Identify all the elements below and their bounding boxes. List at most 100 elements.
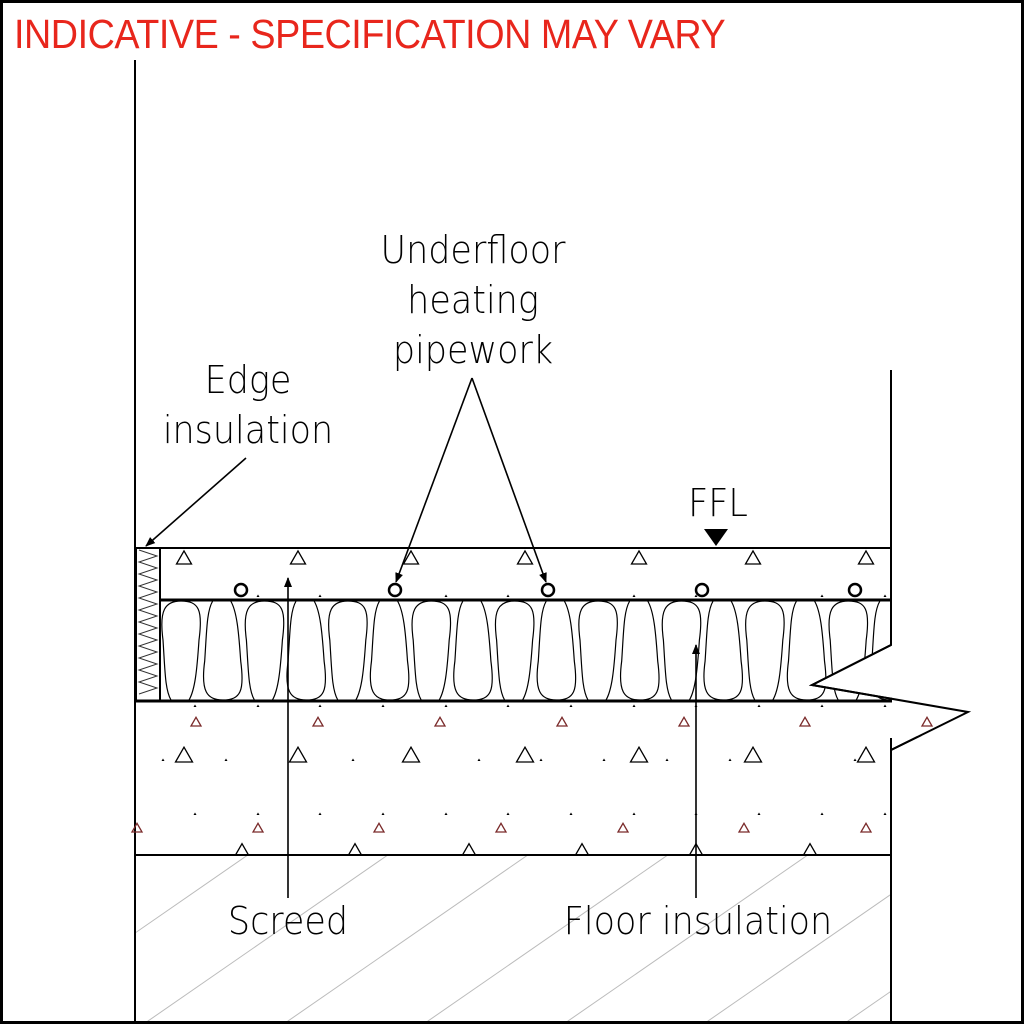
aggregate-triangle-small — [555, 715, 569, 727]
aggregate-triangle — [234, 842, 250, 856]
hatch-line — [847, 990, 891, 1021]
aggregate-dot — [506, 704, 510, 707]
aggregate-dot — [318, 594, 322, 597]
pipe-icon — [694, 582, 710, 598]
aggregate-dot — [665, 758, 669, 761]
label-line: pipework — [392, 328, 554, 372]
aggregate-dot — [694, 594, 698, 597]
insulation-loop — [494, 600, 535, 701]
sub-base-hatch — [135, 850, 1021, 1021]
hatch-line — [707, 893, 891, 1021]
aggregate-triangle-small — [798, 715, 812, 727]
aggregate-dot — [351, 758, 355, 761]
aggregate-dot — [539, 758, 543, 761]
aggregate-dot — [444, 704, 448, 707]
aggregate-dot — [820, 704, 824, 707]
hatch-line — [975, 850, 1021, 1021]
aggregate-dot — [820, 812, 824, 815]
aggregate-dot — [569, 704, 573, 707]
floor-insulation-label: Floor insulation — [563, 899, 833, 943]
aggregate-dot — [602, 758, 606, 761]
hatch-line — [287, 855, 529, 1021]
aggregate-dot — [883, 812, 887, 815]
aggregate-triangle-small — [130, 821, 144, 833]
edge-insulation-label: Edge insulation — [133, 355, 363, 455]
aggregate-triangle — [743, 745, 763, 763]
aggregate-dot — [757, 704, 761, 707]
insulation-loop — [286, 600, 327, 701]
pipework-leader-right — [471, 377, 547, 583]
aggregate-dot — [883, 704, 887, 707]
pipe-icon — [847, 582, 863, 598]
aggregate-dot — [883, 594, 887, 597]
aggregate-triangle-small — [433, 715, 447, 727]
label-line: heating — [407, 278, 539, 322]
hatch-line — [135, 855, 249, 934]
aggregate-dot — [318, 812, 322, 815]
insulation-loop — [328, 600, 368, 701]
pipe-icon — [540, 582, 556, 598]
aggregate-triangle-small — [616, 821, 630, 833]
aggregate-triangle — [515, 745, 535, 763]
insulation-loop — [786, 600, 827, 701]
insulation-loop — [661, 600, 702, 701]
aggregate-dot — [632, 812, 636, 815]
aggregate-triangle — [802, 842, 818, 856]
aggregate-triangle-small — [920, 715, 934, 727]
aggregate-dot — [853, 758, 857, 761]
aggregate-triangle-small — [859, 821, 873, 833]
aggregate-triangle — [175, 549, 193, 565]
insulation-loop — [703, 600, 744, 701]
aggregate-triangle — [401, 745, 421, 763]
aggregate-dot — [632, 594, 636, 597]
aggregate-dot — [256, 704, 260, 707]
underfloor-heating-pipes — [233, 582, 863, 598]
hatch-line — [147, 855, 389, 1021]
aggregate-dot — [256, 594, 260, 597]
floor-section-drawing — [130, 60, 1021, 1021]
label-line: Underfloor — [380, 228, 566, 272]
insulation-loop — [536, 600, 577, 701]
aggregate-dot — [318, 704, 322, 707]
label-line: insulation — [162, 408, 334, 452]
aggregate-triangle — [629, 745, 649, 763]
insulation-loop — [161, 600, 202, 701]
aggregate-dot — [757, 812, 761, 815]
aggregate-dot — [477, 758, 481, 761]
edge-insulation-leader — [145, 457, 247, 547]
aggregate-triangle-small — [189, 715, 203, 727]
screed-label: Screed — [227, 899, 349, 943]
aggregate-triangle — [288, 745, 308, 763]
aggregate-triangle — [174, 745, 194, 763]
aggregate-dot — [381, 704, 385, 707]
pipework-leader-left — [395, 377, 473, 583]
aggregate-dot — [161, 758, 165, 761]
aggregate-dot — [569, 812, 573, 815]
aggregate-triangle-small — [251, 821, 265, 833]
aggregate-triangle — [516, 549, 534, 565]
aggregate-triangle-small — [737, 821, 751, 833]
pipe-icon — [233, 582, 249, 598]
aggregate-triangle — [574, 842, 590, 856]
insulation-loop — [828, 600, 869, 701]
aggregate-triangle — [461, 842, 477, 856]
break-symbol — [808, 644, 972, 751]
aggregate-dot — [444, 594, 448, 597]
underfloor-heating-label: Underfloor heating pipework — [344, 225, 602, 375]
aggregate-dot — [381, 812, 385, 815]
aggregate-dot — [444, 812, 448, 815]
aggregate-dot — [256, 812, 260, 815]
aggregate-triangle — [857, 549, 875, 565]
aggregate-dot — [193, 704, 197, 707]
break-mask — [892, 646, 992, 736]
aggregate-dot — [506, 594, 510, 597]
insulation-loop — [453, 600, 493, 701]
insulation-loop — [411, 600, 452, 701]
indicative-banner: INDICATIVE - SPECIFICATION MAY VARY — [14, 11, 726, 57]
pipe-icon — [387, 582, 403, 598]
aggregate-dot — [728, 758, 732, 761]
aggregate-triangle — [856, 745, 876, 763]
aggregate-dot — [820, 594, 824, 597]
aggregate-triangle-small — [372, 821, 386, 833]
